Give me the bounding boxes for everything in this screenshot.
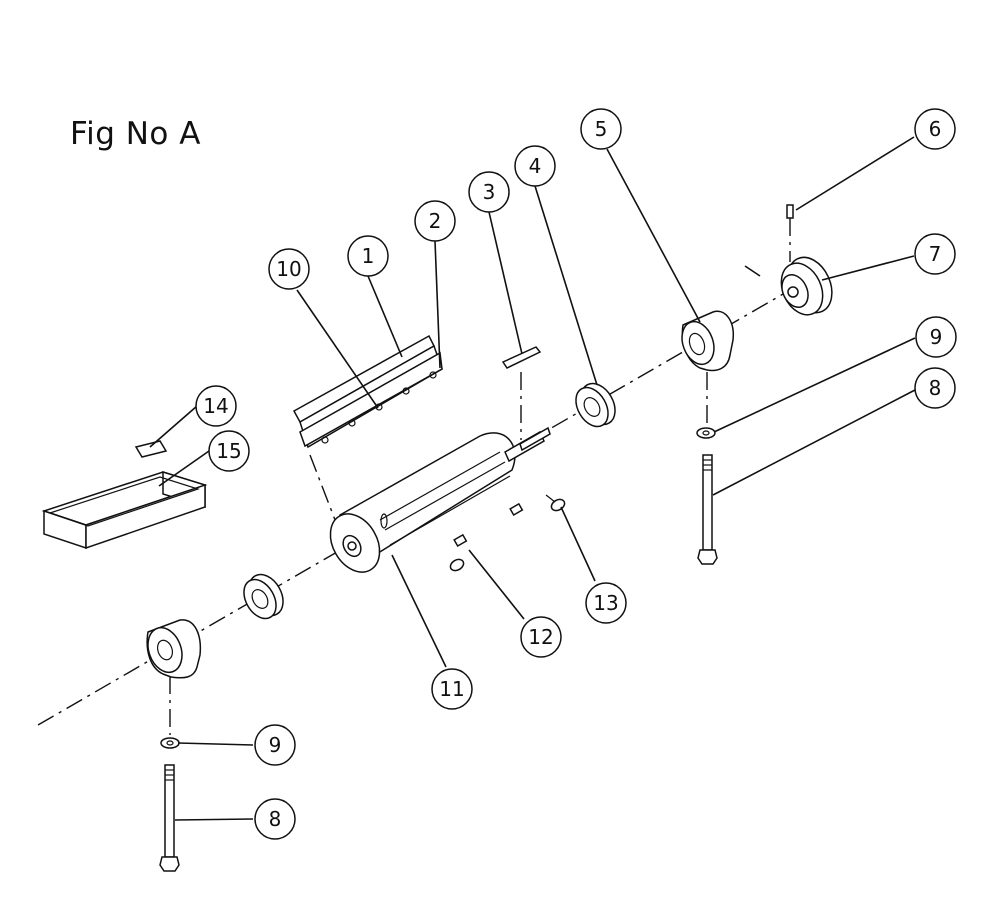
callout-14-label: 14 — [203, 394, 228, 418]
part-knife-blade — [292, 334, 443, 449]
callout-13: 13 — [585, 582, 627, 624]
part-cutterhead — [329, 426, 551, 573]
callout-2: 2 — [414, 200, 456, 242]
part-rectangular-tube — [41, 470, 208, 550]
part-key — [501, 346, 542, 369]
part-pulley — [744, 256, 833, 316]
part-bearing-left — [243, 573, 284, 620]
callout-1: 1 — [347, 235, 389, 277]
callout-3: 3 — [468, 171, 510, 213]
callout-2-label: 2 — [429, 209, 442, 233]
callout-5: 5 — [580, 108, 622, 150]
callout-11: 11 — [431, 668, 473, 710]
callout-8-left: 8 — [254, 798, 296, 840]
callout-4: 4 — [514, 145, 556, 187]
leader-lines — [149, 136, 916, 821]
callout-9-right-label: 9 — [930, 325, 943, 349]
part-bearing-right — [575, 382, 616, 428]
part-bolt-left — [159, 764, 180, 872]
callout-9-left: 9 — [254, 724, 296, 766]
part-gib-screws — [449, 494, 566, 572]
callout-7: 7 — [914, 233, 956, 275]
callout-12: 12 — [520, 616, 562, 658]
callout-4-label: 4 — [529, 154, 542, 178]
callout-15: 15 — [208, 430, 250, 472]
callout-12-label: 12 — [528, 625, 553, 649]
callout-1-label: 1 — [362, 244, 375, 268]
callout-3-label: 3 — [483, 180, 496, 204]
callout-5-label: 5 — [595, 117, 608, 141]
part-bearing-block-left — [146, 619, 202, 679]
callout-8-right-label: 8 — [929, 376, 942, 400]
callout-6-label: 6 — [929, 117, 942, 141]
part-washer-right — [696, 427, 716, 439]
callout-10: 10 — [268, 248, 310, 290]
callout-11-label: 11 — [439, 677, 464, 701]
part-bearing-block-right — [681, 310, 734, 372]
blade-axis — [309, 454, 338, 526]
part-bolt-right — [697, 454, 718, 565]
part-label-plate — [134, 440, 168, 458]
figure-title: Fig No A — [70, 116, 201, 152]
callout-9-left-label: 9 — [269, 733, 282, 757]
part-set-screw — [786, 204, 794, 219]
callout-8-left-label: 8 — [269, 807, 282, 831]
callout-6: 6 — [914, 108, 956, 150]
callout-13-label: 13 — [593, 591, 618, 615]
callout-9-right: 9 — [915, 316, 957, 358]
part-washer-left — [160, 737, 180, 749]
callout-8-right: 8 — [914, 367, 956, 409]
callout-7-label: 7 — [929, 242, 942, 266]
callout-15-label: 15 — [216, 439, 241, 463]
callout-10-label: 10 — [276, 257, 301, 281]
callout-14: 14 — [195, 385, 237, 427]
